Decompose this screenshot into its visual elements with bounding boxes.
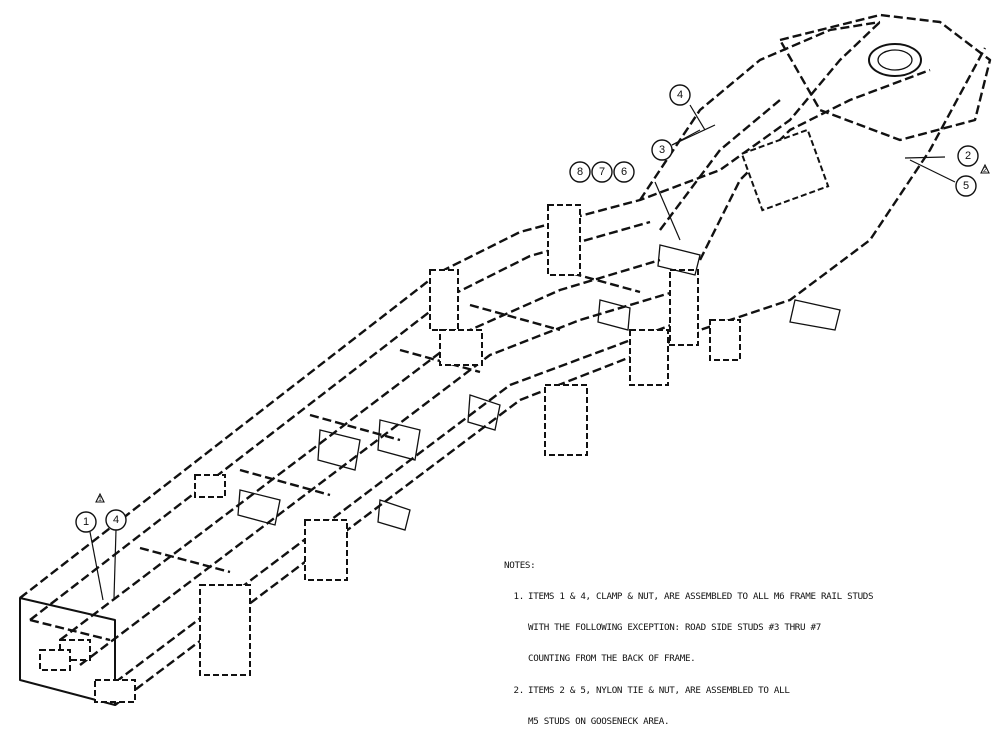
callout-3: 3 <box>651 139 673 161</box>
chassis-frame <box>19 13 992 706</box>
notes-heading: NOTES: <box>504 559 536 571</box>
note-2-line-2: M5 STUDS ON GOOSENECK AREA. <box>528 715 670 727</box>
callout-2: 2 <box>957 145 979 167</box>
note-1-line-3: COUNTING FROM THE BACK OF FRAME. <box>528 653 696 665</box>
note-1-number: 1. <box>513 591 525 603</box>
callout-4-rear-label: 4 <box>113 514 119 526</box>
callout-5-label: 5 <box>963 180 969 192</box>
callout-5: 5 <box>955 175 977 197</box>
revision-triangle-2: 2 <box>980 163 990 174</box>
callout-3-label: 3 <box>659 144 665 156</box>
leader-lines <box>89 104 956 601</box>
revision-triangle-2-label: 2 <box>983 167 987 174</box>
assembly-notes: NOTES: 1.ITEMS 1 & 4, CLAMP & NUT, ARE A… <box>504 540 964 738</box>
note-1-line-1: ITEMS 1 & 4, CLAMP & NUT, ARE ASSEMBLED … <box>528 591 874 603</box>
callout-7-label: 7 <box>599 166 605 178</box>
note-2-number: 2. <box>513 684 525 696</box>
frame-diagram: 1 4 4 3 8 7 6 2 5 1 2 <box>19 13 992 706</box>
note-2-line-1: ITEMS 2 & 5, NYLON TIE & NUT, ARE ASSEMB… <box>528 684 790 696</box>
note-1-line-2: WITH THE FOLLOWING EXCEPTION: ROAD SIDE … <box>528 622 821 634</box>
callout-4-gooseneck: 4 <box>669 84 691 106</box>
callout-8-label: 8 <box>577 166 583 178</box>
callout-8: 8 <box>569 161 591 183</box>
callout-4-gooseneck-label: 4 <box>677 89 683 101</box>
note-item-2: 2.ITEMS 2 & 5, NYLON TIE & NUT, ARE ASSE… <box>504 684 964 696</box>
revision-triangle-1-label: 1 <box>98 496 102 503</box>
revision-triangle-1: 1 <box>95 492 105 503</box>
callout-4-rear: 4 <box>105 509 127 531</box>
note-item-1: 1.ITEMS 1 & 4, CLAMP & NUT, ARE ASSEMBLE… <box>504 591 964 603</box>
callout-1-label: 1 <box>83 516 89 528</box>
callout-7: 7 <box>591 161 613 183</box>
callout-6: 6 <box>613 161 635 183</box>
callout-1: 1 <box>75 511 97 533</box>
callout-6-label: 6 <box>621 166 627 178</box>
callout-2-label: 2 <box>965 150 971 162</box>
